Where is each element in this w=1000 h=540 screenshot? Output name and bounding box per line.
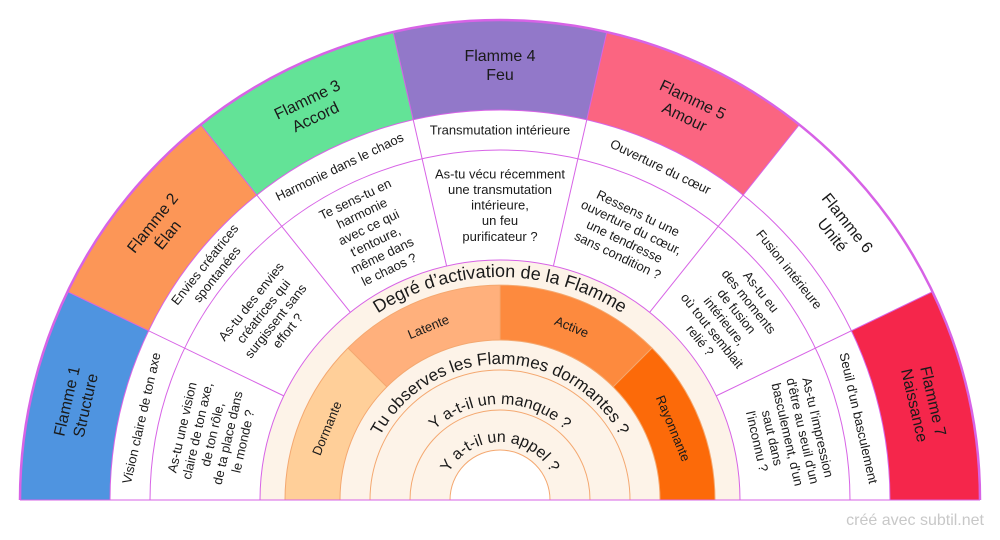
flame-band-2 <box>67 124 257 331</box>
flame-band-6 <box>743 124 933 331</box>
flame-question-1: As-tu une visionclaire de ton axe,de ton… <box>164 377 261 491</box>
credit-text: créé avec subtil.net <box>846 512 984 529</box>
flame-divider <box>649 124 800 313</box>
activation-level-3 <box>500 285 653 387</box>
center-area <box>340 340 660 500</box>
flame-divider <box>67 291 284 397</box>
flame-question-3: Te sens-tu enharmonieavec ce quit'entour… <box>317 175 428 293</box>
outer-border <box>18 18 982 501</box>
flame-band-1 <box>20 291 149 500</box>
flame-band-7 <box>851 291 980 500</box>
flame-question-6: As-tu eudes momentsde fusionintérieure,o… <box>666 251 796 381</box>
inner-ring-line-5 <box>449 449 551 501</box>
flame-divider <box>392 31 448 267</box>
activation-level-2 <box>347 285 500 387</box>
ring-line-2 <box>149 149 851 501</box>
flame-keyword-4: Transmutation intérieure <box>430 123 570 138</box>
inner-ring-line-4 <box>409 409 591 501</box>
flame-question-5: Ressens tu uneouverture du cœur,une tend… <box>565 183 691 286</box>
level-divider <box>347 347 388 388</box>
flame-band-5 <box>586 32 800 196</box>
flame-band-4 <box>393 19 607 120</box>
flame-divider <box>716 291 933 397</box>
flame-divider <box>200 124 351 313</box>
flame-divider <box>552 31 608 267</box>
inner-ring-line-3 <box>369 369 631 501</box>
flame-band-3 <box>200 32 414 196</box>
activation-title-band <box>260 260 740 500</box>
flame-question-7: As-tu l'impressiond'être au seuil d'unba… <box>738 373 838 496</box>
ring-line-3 <box>259 259 741 501</box>
activation-level-1 <box>285 347 387 500</box>
ring-line-1 <box>109 109 891 501</box>
level-divider <box>612 347 653 388</box>
activation-level-4 <box>613 347 715 500</box>
